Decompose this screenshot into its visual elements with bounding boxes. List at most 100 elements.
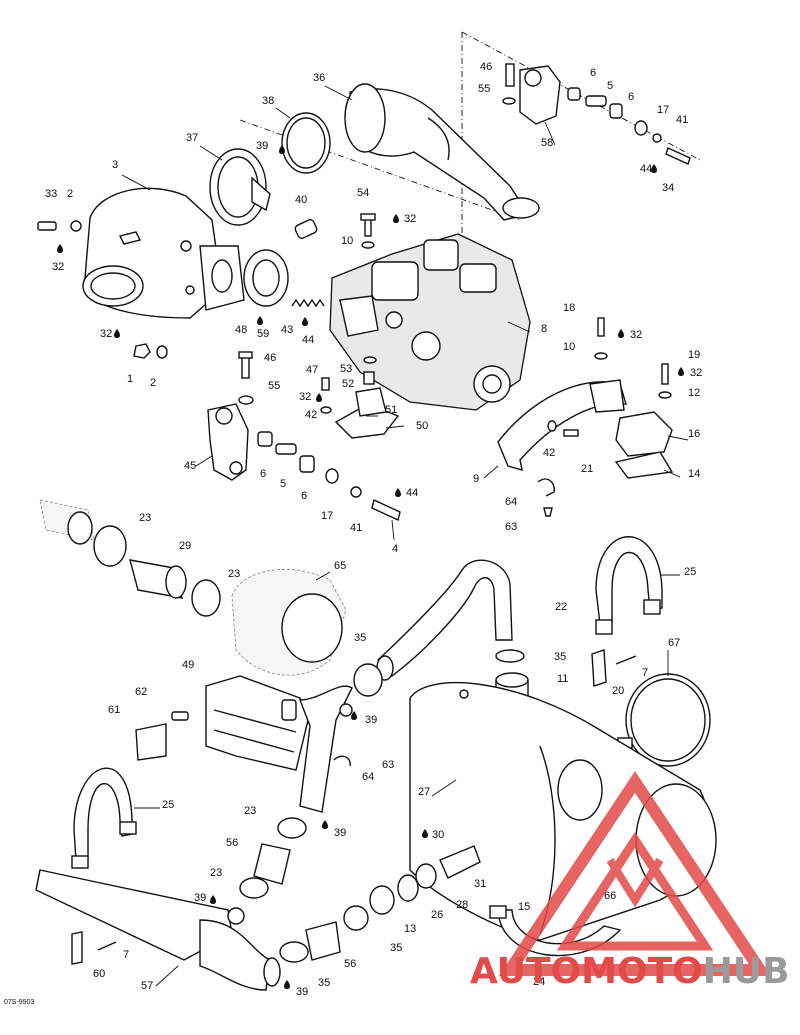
callout-c47: 47 xyxy=(306,364,318,376)
callout-c54: 54 xyxy=(357,187,369,199)
hose-56-lower xyxy=(279,905,369,963)
callout-c21: 21 xyxy=(581,463,593,475)
callout-c5b: 5 xyxy=(280,478,286,490)
watermark-moto: MOTO xyxy=(581,951,703,992)
drop-icon-d32f xyxy=(678,367,684,376)
callout-c32d: 32 xyxy=(299,391,311,403)
clamp-23-b xyxy=(191,579,221,617)
bolt-33-washer-2 xyxy=(37,220,82,232)
callout-c39b: 39 xyxy=(365,714,377,726)
callout-c2b: 2 xyxy=(150,377,156,389)
bracket-60 xyxy=(71,931,117,965)
callout-c16: 16 xyxy=(688,428,700,440)
callout-c29: 29 xyxy=(179,540,191,552)
mount-bracket-58 xyxy=(502,63,691,165)
callout-c53: 53 xyxy=(340,363,352,375)
callout-c25a: 25 xyxy=(684,566,696,578)
callout-c30: 30 xyxy=(432,829,444,841)
drop-icon-d39d xyxy=(210,895,216,904)
clip-64-screw-63 xyxy=(537,478,555,517)
leader-lines xyxy=(121,85,689,987)
callout-c58: 58 xyxy=(541,137,553,149)
drawing-code: 07S-9903 xyxy=(4,999,34,1006)
plate-61 xyxy=(135,711,189,761)
callout-c7a: 7 xyxy=(642,667,648,679)
bracket-20 xyxy=(591,649,637,687)
fittings-13-31 xyxy=(369,845,481,915)
callout-c60: 60 xyxy=(93,968,105,980)
callout-c32e: 32 xyxy=(630,329,642,341)
callout-c23b: 23 xyxy=(228,568,240,580)
callout-c48: 48 xyxy=(235,324,247,336)
callout-c62: 62 xyxy=(135,686,147,698)
lubricant-drop-icons xyxy=(57,145,684,989)
callout-c50: 50 xyxy=(416,420,428,432)
callout-c39d: 39 xyxy=(194,892,206,904)
flange-48 xyxy=(199,245,245,311)
callout-c39c: 39 xyxy=(334,827,346,839)
callout-c57: 57 xyxy=(141,980,153,992)
callout-c63b: 63 xyxy=(382,759,394,771)
callout-c31: 31 xyxy=(474,878,486,890)
callout-c13: 13 xyxy=(404,923,416,935)
callout-c26: 26 xyxy=(431,909,443,921)
callout-c15: 15 xyxy=(518,901,530,913)
callout-c6b: 6 xyxy=(628,91,634,103)
callout-c44b: 44 xyxy=(302,334,314,346)
callout-c28: 28 xyxy=(456,899,468,911)
callout-c55b: 55 xyxy=(268,380,280,392)
callout-c10b: 10 xyxy=(563,341,575,353)
callout-c32f: 32 xyxy=(690,367,702,379)
callout-c44c: 44 xyxy=(406,487,418,499)
clamp-23-a xyxy=(93,525,127,567)
clip-64-b xyxy=(333,755,351,767)
strap-25-right xyxy=(595,536,663,635)
callout-c19: 19 xyxy=(688,349,700,361)
gasket-38-inner xyxy=(286,117,326,169)
callout-c55a: 55 xyxy=(478,83,490,95)
callout-c42a: 42 xyxy=(305,409,317,421)
callout-c64a: 64 xyxy=(505,496,517,508)
drop-icon-d39b xyxy=(351,711,357,720)
bracket-9 xyxy=(497,379,627,471)
callout-c24: 24 xyxy=(533,976,545,988)
callout-c2a: 2 xyxy=(67,188,73,200)
callout-c40: 40 xyxy=(295,194,307,206)
callout-c38: 38 xyxy=(262,95,274,107)
callout-c8: 8 xyxy=(541,323,547,335)
callout-c46a: 46 xyxy=(480,61,492,73)
gasket-59 xyxy=(243,249,289,307)
callout-c51: 51 xyxy=(385,404,397,416)
callout-c65: 65 xyxy=(334,560,346,572)
engine-mount-51 xyxy=(320,356,400,439)
callout-c14: 14 xyxy=(688,468,700,480)
clamp-39-b xyxy=(339,703,353,717)
nut-1-washer-2 xyxy=(133,343,168,359)
callout-c33: 33 xyxy=(45,188,57,200)
watermark-text: AUTOMOTOHUB xyxy=(470,951,790,992)
callout-c10a: 10 xyxy=(341,235,353,247)
callout-c25b: 25 xyxy=(162,799,174,811)
callout-c22: 22 xyxy=(555,601,567,613)
clamp-37 xyxy=(209,148,271,226)
callout-c6a: 6 xyxy=(590,67,596,79)
callout-c56b: 56 xyxy=(344,958,356,970)
drop-icon-d39e xyxy=(284,980,290,989)
callout-c41b: 41 xyxy=(350,522,362,534)
callout-c41a: 41 xyxy=(676,114,688,126)
callout-c49: 49 xyxy=(182,659,194,671)
drop-icon-d39c xyxy=(322,820,328,829)
callout-c32b: 32 xyxy=(404,213,416,225)
callout-c3: 3 xyxy=(112,159,118,171)
callout-c32a: 32 xyxy=(52,261,64,273)
callout-c9: 9 xyxy=(473,473,479,485)
callout-c35c: 35 xyxy=(390,942,402,954)
drop-icon-d39a xyxy=(279,145,285,154)
watermark-triangle-icon xyxy=(498,771,772,976)
callout-c6d: 6 xyxy=(301,490,307,502)
bushings-row xyxy=(257,431,401,521)
drop-icon-d44b xyxy=(302,317,308,326)
drop-icon-d32d xyxy=(316,393,322,402)
